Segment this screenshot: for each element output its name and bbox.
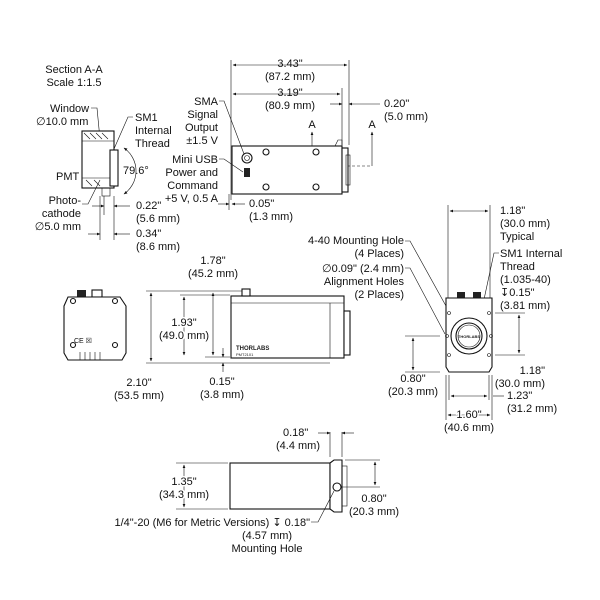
length-343-in: 3.43" [277,58,302,70]
section-scale: Scale 1:1.5 [46,77,101,89]
height-178-mm: (45.2 mm) [188,268,238,280]
bottom-center-in: 0.80" [361,493,386,505]
center-height-mm: (20.3 mm) [388,386,438,398]
hole-spacing-h-mm: (31.2 mm) [507,403,557,415]
offset-020-in: 0.20" [384,98,409,110]
mounting-hole [332,482,342,492]
photocathode-label-2: cathode [42,208,81,220]
bottom-height-in: 1.35" [171,476,196,488]
edge-005-mm: (1.3 mm) [249,211,293,223]
offset-020-mm: (5.0 mm) [384,111,428,123]
edge-005-in: 0.05" [249,198,274,210]
align-hole-label-1: ∅0.09" (2.4 mm) [322,263,404,275]
bottom-height-mm: (34.3 mm) [159,489,209,501]
brand-logo: THORLABS [236,346,269,352]
dim-022-mm: (5.6 mm) [136,213,180,225]
front-lens-label: THORLABS [458,334,481,339]
dim-022-in: 0.22" [136,200,161,212]
window-label: Window [50,103,89,115]
width-118-in: 1.18" [500,205,525,217]
sm1-front-label-4: ↧0.15" [500,287,535,299]
length-343-mm: (87.2 mm) [265,71,315,83]
length-319-mm: (80.9 mm) [265,100,315,112]
photocathode-leader [82,179,101,205]
mount-hole-label-1: 4-40 Mounting Hole [308,235,404,247]
width-118-mm: (30.0 mm) [500,218,550,230]
front-width-in: 1.60" [456,409,481,421]
front-width-mm: (40.6 mm) [444,422,494,434]
usb-label-1: Mini USB [172,154,218,166]
angle-arc [123,147,137,195]
offset-015-in: 0.15" [209,376,234,388]
sma-label-4: ±1.5 V [186,135,218,147]
sma-label-1: SMA [194,96,219,108]
mount-hole-spec-2: (4.57 mm) [242,530,292,542]
sm1-label-2: Internal [135,125,172,137]
front-view: 1.18" (30.0 mm) Typical 4-40 Mounting Ho… [308,205,562,434]
side-view: 2.10" (53.5 mm) 1.93" (49.0 mm) 1.78" (4… [114,255,351,402]
sm1-front-label-5: (3.81 mm) [500,300,550,312]
height-193-mm: (49.0 mm) [159,330,209,342]
sm1-front-label-2: Thread [500,261,535,273]
section-title: Section A-A [45,64,103,76]
sma-label-2: Signal [187,109,218,121]
usb-label-4: +5 V, 0.5 A [165,193,219,205]
sm1-thread-ring [109,149,119,187]
height-210-mm: (53.5 mm) [114,390,164,402]
pmt-label: PMT [56,171,80,183]
dim-034-mm: (8.6 mm) [136,241,180,253]
section-mark-a-left: A [308,119,316,131]
hole-spacing-v-mm: (30.0 mm) [495,378,545,390]
pmt-section-body [81,130,115,189]
section-view: Section A-A Scale 1:1.5 Window ∅10.0 mm … [35,64,180,253]
rear-view: CE ☒ [63,289,127,361]
section-mark-a-right: A [368,119,376,131]
side-body [230,295,345,359]
flange-018-mm: (4.4 mm) [276,440,320,452]
model-number: PMT2101 [236,352,254,357]
dim-034-in: 0.34" [136,228,161,240]
sm1-label-1: SM1 [135,112,158,124]
center-height-in: 0.80" [400,373,425,385]
bottom-body [229,462,331,510]
offset-015-mm: (3.8 mm) [200,389,244,401]
sma-connector [241,152,253,164]
height-178-in: 1.78" [200,255,225,267]
width-typical: Typical [500,231,534,243]
height-193-in: 1.93" [171,317,196,329]
sm1-label-3: Thread [135,138,170,150]
ce-mark: CE ☒ [74,337,92,345]
hole-spacing-v-in: 1.18" [520,365,545,377]
window-diameter: ∅10.0 mm [36,116,88,128]
bottom-center-mm: (20.3 mm) [349,506,399,518]
usb-label-3: Command [167,180,218,192]
sm1-front-label-1: SM1 Internal [500,248,562,260]
mini-usb-port [244,168,250,177]
sm1-front-label-3: (1.035-40) [500,274,551,286]
rear-body [63,296,127,361]
flange-018-in: 0.18" [283,427,308,439]
angle-value: 79.6° [123,165,149,177]
sma-label-3: Output [185,122,218,134]
align-hole-label-3: (2 Places) [354,289,404,301]
top-view: 3.43" (87.2 mm) 3.19" (80.9 mm) 0.20" (5… [165,58,428,223]
photocathode-diameter: ∅5.0 mm [35,221,81,233]
hole-spacing-h-in: 1.23" [507,390,532,402]
bottom-view: 0.18" (4.4 mm) 1.35" (34.3 mm) 0.80" (20… [114,427,399,555]
align-hole-label-2: Alignment Holes [324,276,405,288]
height-210-in: 2.10" [126,377,151,389]
mount-hole-spec-3: Mounting Hole [232,543,303,555]
mount-hole-label-2: (4 Places) [354,248,404,260]
usb-label-2: Power and [165,167,218,179]
length-319-in: 3.19" [277,87,302,99]
photocathode-label-1: Photo- [49,195,82,207]
sm1-leader [109,116,133,159]
mount-hole-spec-1: 1/4"-20 (M6 for Metric Versions) ↧ 0.18" [114,517,310,529]
